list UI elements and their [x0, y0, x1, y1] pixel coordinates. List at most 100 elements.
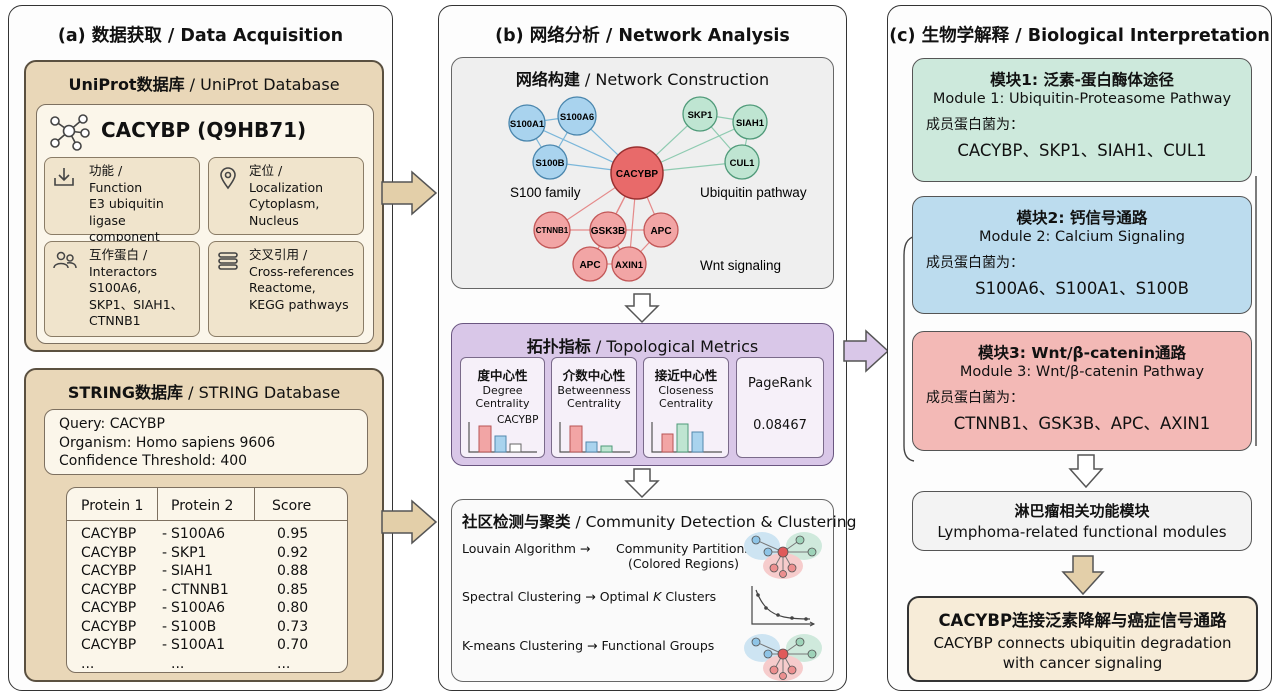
- people-icon: [53, 251, 77, 269]
- svg-text:GSK3B: GSK3B: [591, 226, 625, 237]
- lymphoma-en: Lymphoma-related functional modules: [937, 523, 1227, 541]
- lymphoma-modules-box: 淋巴瘤相关功能模块 Lymphoma-related functional mo…: [912, 491, 1252, 551]
- table-col-divider: [157, 488, 158, 520]
- cross-references-card-title: 交叉引用 /: [249, 247, 308, 262]
- metric-en: Centrality: [659, 397, 713, 410]
- column-data-acquisition: (a) 数据获取 / Data Acquisition UniProt数据库 /…: [8, 5, 393, 691]
- arrow-right-icon: [381, 170, 438, 216]
- elbow-plot-icon: [751, 586, 816, 627]
- module-bracket: [903, 176, 1257, 462]
- organism-line: Organism: Homo sapiens 9606: [59, 434, 276, 451]
- module-3-title: 模块3: Wnt/β-catenin通路: [977, 344, 1187, 362]
- query-line: Query: CACYBP: [59, 416, 165, 432]
- community-detection-panel: 社区检测与聚类 / Community Detection & Clusteri…: [451, 499, 856, 682]
- arrow-down-icon: [1068, 454, 1104, 489]
- column-network-analysis: (b) 网络分析 / Network Analysis 网络构建 / Netwo…: [438, 5, 856, 691]
- svg-text:S100A6: S100A6: [560, 112, 594, 123]
- module-3-members: CTNNB1、GSK3B、APC、AXIN1: [953, 414, 1211, 433]
- node-gsk3b: GSK3B: [589, 211, 627, 249]
- table-cell-protein1: CACYBP: [81, 563, 137, 579]
- closeness-centrality-card: 接近中心性 Closeness Centrality: [643, 357, 729, 458]
- column-c-title: (c) 生物学解释 / Biological Interpretation: [889, 26, 1270, 46]
- arrow-down-icon: [1061, 555, 1105, 596]
- arrow-right-icon: [381, 499, 438, 545]
- betweenness-bar-chart: [559, 422, 630, 453]
- module-1-members: CACYBP、SKP1、SIAH1、CUL1: [957, 141, 1207, 160]
- node-s100b: S100B: [532, 144, 568, 180]
- table-header-divider: [67, 520, 347, 521]
- module-1-title: 模块1: 泛素-蛋白酶体途径: [990, 71, 1174, 89]
- node-s100a6: S100A6: [557, 96, 597, 136]
- svg-text:SIAH1: SIAH1: [736, 118, 765, 129]
- node-apc: APC: [643, 212, 679, 248]
- cluster-graph-icon: [744, 634, 822, 681]
- table-cell-score: 0.70: [277, 637, 309, 653]
- table-cell-protein1: CACYBP: [81, 618, 137, 635]
- location-pin-icon: [220, 167, 236, 190]
- degree-centrality-card: 度中心性 Degree Centrality CACYBP: [460, 357, 545, 458]
- uniprot-protein-card: CACYBP (Q9HB71) 功能 / Function E3 ubiquit…: [36, 104, 374, 344]
- table-cell-separator: -: [162, 581, 168, 598]
- metric-en: Centrality: [475, 397, 530, 410]
- louvain-result: Community Partitions (Colored Regions): [616, 541, 751, 571]
- string-panel-title: STRING数据库 / STRING Database: [67, 383, 341, 402]
- network-construction-panel: 网络构建 / Network Construction: [451, 57, 834, 289]
- node-cacybp-center: CACYBP: [610, 146, 664, 200]
- table-cell-separator: -: [162, 600, 168, 616]
- table-cell-separator: -: [162, 637, 168, 653]
- table-cell-protein2: CTNNB1: [171, 581, 229, 598]
- metric-en: Closeness: [658, 384, 714, 397]
- table-cell-separator: -: [162, 563, 168, 579]
- function-card-line: Function: [89, 179, 143, 195]
- metric-cn: 介数中心性: [562, 368, 626, 383]
- table-cell-separator: -: [162, 526, 168, 542]
- table-cell-score: 0.80: [277, 600, 309, 616]
- node-ctnnb1: CTNNB1: [533, 211, 571, 249]
- spectral-method: Spectral Clustering → Optimal K Clusters: [462, 589, 717, 604]
- localization-card-line: Cytoplasm,: [249, 196, 320, 211]
- louvain-method: Louvain Algorithm →: [462, 541, 591, 556]
- table-cell-protein1: CACYBP: [81, 637, 137, 653]
- table-cell-protein2: S100B: [171, 618, 217, 635]
- table-cell-protein1: CACYBP: [81, 544, 137, 561]
- table-col-divider: [254, 488, 255, 520]
- interactors-card-line: SKP1、SIAH1、: [89, 296, 184, 312]
- table-cell-separator: -: [162, 544, 168, 561]
- pagerank-card: PageRank 0.08467: [736, 357, 824, 458]
- database-stack-icon: [218, 252, 238, 270]
- table-cell-score: 0.88: [277, 563, 309, 579]
- arrow-right-icon: [843, 329, 890, 373]
- s100-family-label: S100 family: [510, 185, 581, 200]
- module-2-en-title: Module 2: Calcium Signaling: [979, 229, 1185, 245]
- conclusion-box: CACYBP连接泛素降解与癌症信号通路 CACYBP connects ubiq…: [907, 596, 1258, 682]
- uniprot-panel-title: UniProt数据库 / UniProt Database: [68, 75, 340, 94]
- module-2-title: 模块2: 钙信号通路: [1016, 209, 1148, 227]
- interactors-card-title: 互作蛋白 /: [89, 247, 148, 262]
- interactors-card-line: S100A6,: [89, 280, 142, 295]
- topological-metrics-panel: 拓扑指标 / Topological Metrics 度中心性 Degree C…: [451, 323, 834, 466]
- network-graph: S100A1 S100A6 S100B SKP1 SIAH1 CUL1 CTNN…: [508, 96, 807, 282]
- module-2-card: 模块2: 钙信号通路 Module 2: Calcium Signaling 成…: [912, 196, 1252, 314]
- column-biological-interpretation: (c) 生物学解释 / Biological Interpretation 模块…: [887, 5, 1272, 691]
- protein-title: CACYBP (Q9HB71): [101, 118, 307, 142]
- column-b-title: (b) 网络分析 / Network Analysis: [495, 26, 790, 46]
- metric-en: Betweenness: [557, 384, 631, 397]
- degree-bar-chart: [468, 422, 537, 453]
- table-cell-score: 0.85: [277, 581, 309, 598]
- table-cell-separator: -: [162, 618, 168, 635]
- interactors-card-line: CTNNB1: [89, 313, 141, 328]
- metric-cn: 度中心性: [477, 368, 528, 383]
- cross-references-card-line: Reactome,: [249, 280, 316, 295]
- wnt-signaling-label: Wnt signaling: [700, 258, 781, 273]
- threshold-line: Confidence Threshold: 400: [59, 453, 248, 469]
- function-card-title: 功能 /: [89, 163, 123, 178]
- arrow-down-icon: [624, 293, 660, 324]
- table-header-score: Score: [272, 498, 312, 514]
- pagerank-label: PageRank: [748, 376, 812, 391]
- svg-text:CUL1: CUL1: [730, 158, 756, 169]
- download-tray-icon: [54, 168, 74, 186]
- metric-cn: 接近中心性: [654, 368, 718, 383]
- table-cell-protein1: CACYBP: [81, 581, 137, 598]
- string-panel: STRING数据库 / STRING Database Query: CACYB…: [24, 368, 384, 682]
